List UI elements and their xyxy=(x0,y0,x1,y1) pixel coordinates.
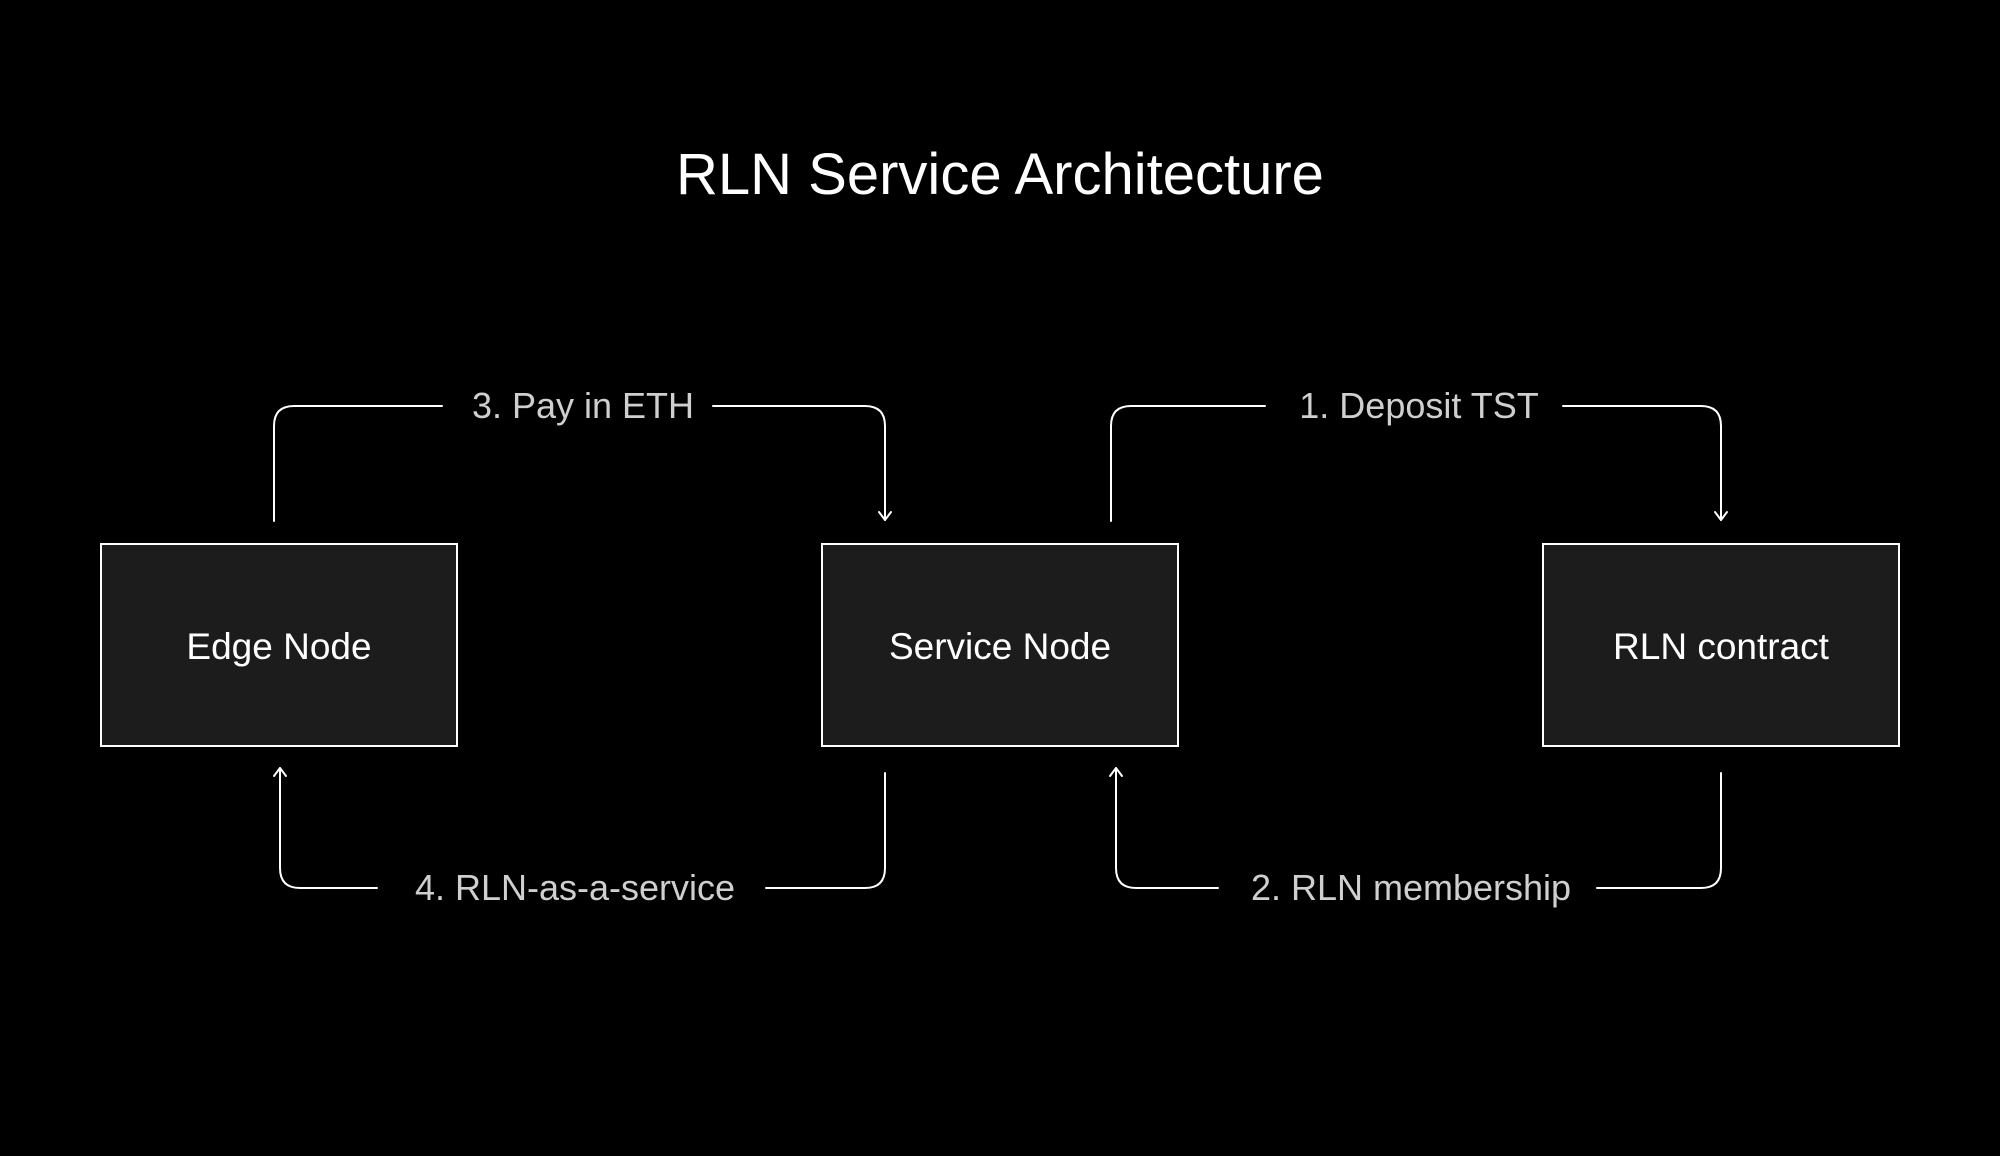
edge-rln-membership: 2. RLN membership xyxy=(1109,767,1722,908)
diagram-title: RLN Service Architecture xyxy=(676,142,1324,207)
connector-line xyxy=(279,767,378,889)
edge-pay-in-eth: 3. Pay in ETH xyxy=(273,385,892,522)
service-node-box xyxy=(821,543,1179,747)
contract-node-box xyxy=(1542,543,1900,747)
connector-line xyxy=(1562,405,1722,521)
service-node-label: Service Node xyxy=(889,626,1111,667)
connector-line xyxy=(273,405,443,522)
contract-node-label: RLN contract xyxy=(1613,626,1830,667)
connector-line xyxy=(712,405,886,521)
edge-label-pay-in-eth: 3. Pay in ETH xyxy=(472,385,694,426)
connector-line xyxy=(1596,772,1722,889)
connector-line xyxy=(765,772,886,889)
node-edge: Edge Node xyxy=(100,543,458,747)
arrow-down-icon xyxy=(1714,511,1728,521)
arrow-up-icon xyxy=(1109,767,1123,777)
arrow-down-icon xyxy=(878,511,892,521)
edge-label-rln-membership: 2. RLN membership xyxy=(1251,867,1571,908)
node-contract: RLN contract xyxy=(1542,543,1900,747)
edge-rln-as-a-service: 4. RLN-as-a-service xyxy=(273,767,886,908)
edge-label-deposit-tst: 1. Deposit TST xyxy=(1299,385,1538,426)
edge-node-label: Edge Node xyxy=(186,626,371,667)
edge-node-box xyxy=(100,543,458,747)
connector-line xyxy=(1110,405,1266,522)
edge-deposit-tst: 1. Deposit TST xyxy=(1110,385,1728,522)
arrow-up-icon xyxy=(273,767,287,777)
connector-line xyxy=(1115,767,1219,889)
node-service: Service Node xyxy=(821,543,1179,747)
edge-label-rln-as-a-service: 4. RLN-as-a-service xyxy=(415,867,735,908)
